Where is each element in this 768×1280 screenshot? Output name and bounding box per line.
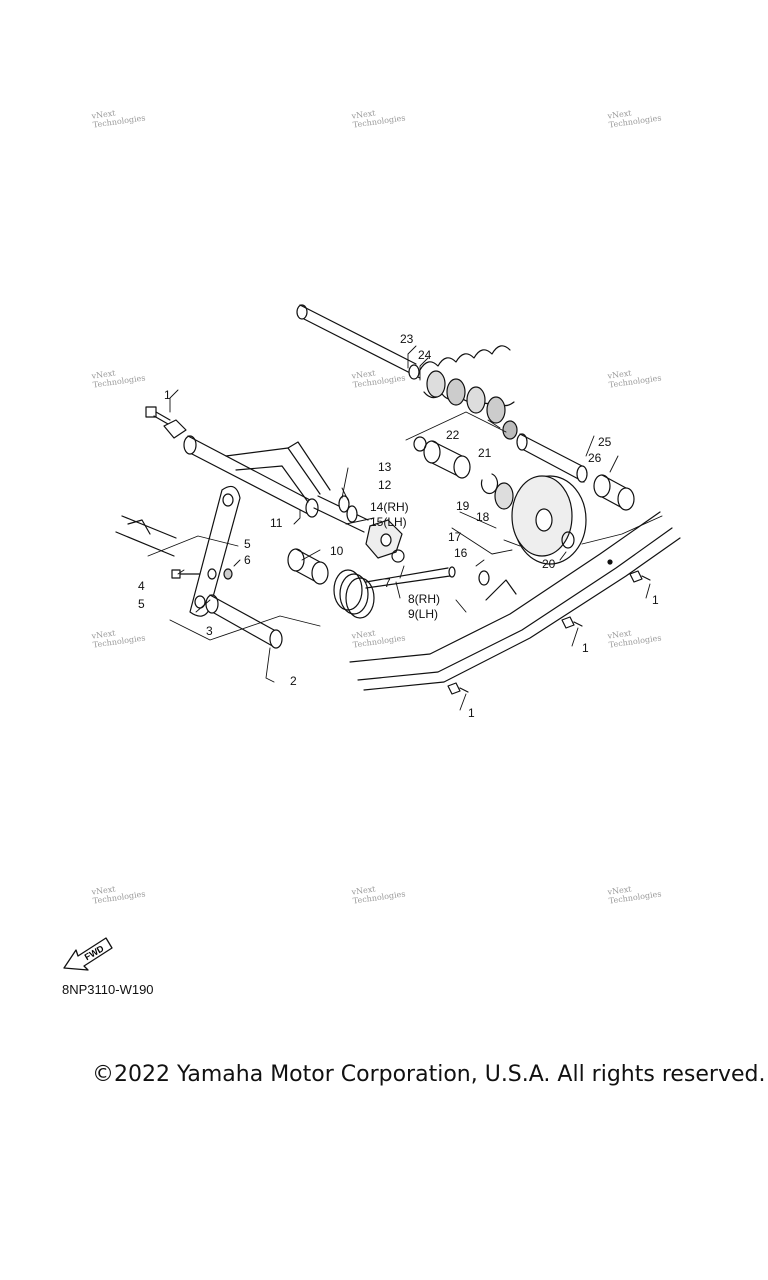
callout-23: 23 bbox=[400, 332, 414, 346]
callout-10: 10 bbox=[330, 544, 344, 558]
callout-15: 15(LH) bbox=[370, 515, 407, 529]
callout-11: 11 bbox=[270, 516, 283, 530]
idler-wheel bbox=[480, 473, 587, 565]
front-axle-shaft bbox=[183, 435, 319, 518]
callout-1: 1 bbox=[164, 388, 171, 402]
collar bbox=[423, 440, 471, 479]
callout-26: 26 bbox=[588, 451, 602, 465]
washer bbox=[391, 549, 405, 563]
callout-2: 2 bbox=[290, 674, 297, 688]
callout-5b: 5 bbox=[138, 597, 145, 611]
torsion-spring bbox=[333, 566, 456, 619]
washer bbox=[478, 570, 490, 586]
callout-1b: 1 bbox=[652, 593, 659, 607]
lower-axle bbox=[205, 594, 283, 649]
callout-14: 14(RH) bbox=[370, 500, 409, 514]
bolt bbox=[629, 570, 651, 583]
callout-6: 6 bbox=[244, 553, 251, 567]
fwd-arrow-icon: FWD bbox=[62, 932, 114, 977]
callout-20: 20 bbox=[542, 557, 556, 571]
callout-12: 12 bbox=[378, 478, 392, 492]
part-code: 8NP3110-W190 bbox=[62, 982, 154, 997]
ring bbox=[413, 436, 427, 452]
callout-25: 25 bbox=[598, 435, 612, 449]
callout-9: 9(LH) bbox=[408, 607, 439, 621]
callout-24: 24 bbox=[418, 348, 432, 362]
callout-4: 4 bbox=[138, 579, 145, 593]
collar bbox=[287, 548, 329, 585]
callout-1c: 1 bbox=[582, 641, 589, 655]
slide-rail-left bbox=[115, 515, 177, 557]
bolt bbox=[447, 682, 469, 695]
bolt bbox=[561, 616, 583, 629]
callout-3: 3 bbox=[206, 624, 213, 638]
callout-21: 21 bbox=[478, 446, 492, 460]
callout-19: 19 bbox=[456, 499, 470, 513]
callout-16: 16 bbox=[454, 546, 468, 560]
callout-1d: 1 bbox=[468, 706, 475, 720]
callout-5: 5 bbox=[244, 537, 251, 551]
callout-17: 17 bbox=[448, 530, 462, 544]
spring-assembly bbox=[419, 345, 518, 440]
bolt bbox=[145, 406, 187, 439]
swing-arm bbox=[225, 441, 331, 503]
slide-rail bbox=[349, 511, 681, 691]
callout-13: 13 bbox=[378, 460, 392, 474]
bolt-assembly bbox=[171, 568, 233, 580]
callout-8: 8(RH) bbox=[408, 592, 440, 606]
callout-7: 7 bbox=[384, 576, 391, 590]
callout-22: 22 bbox=[446, 428, 460, 442]
callout-18: 18 bbox=[476, 510, 490, 524]
rear-axle-shaft bbox=[296, 304, 421, 380]
collar-shaft bbox=[313, 495, 369, 533]
collar-shaft bbox=[516, 433, 588, 483]
collar bbox=[593, 474, 635, 511]
copyright-notice: ©2022 Yamaha Motor Corporation, U.S.A. A… bbox=[92, 1062, 766, 1087]
